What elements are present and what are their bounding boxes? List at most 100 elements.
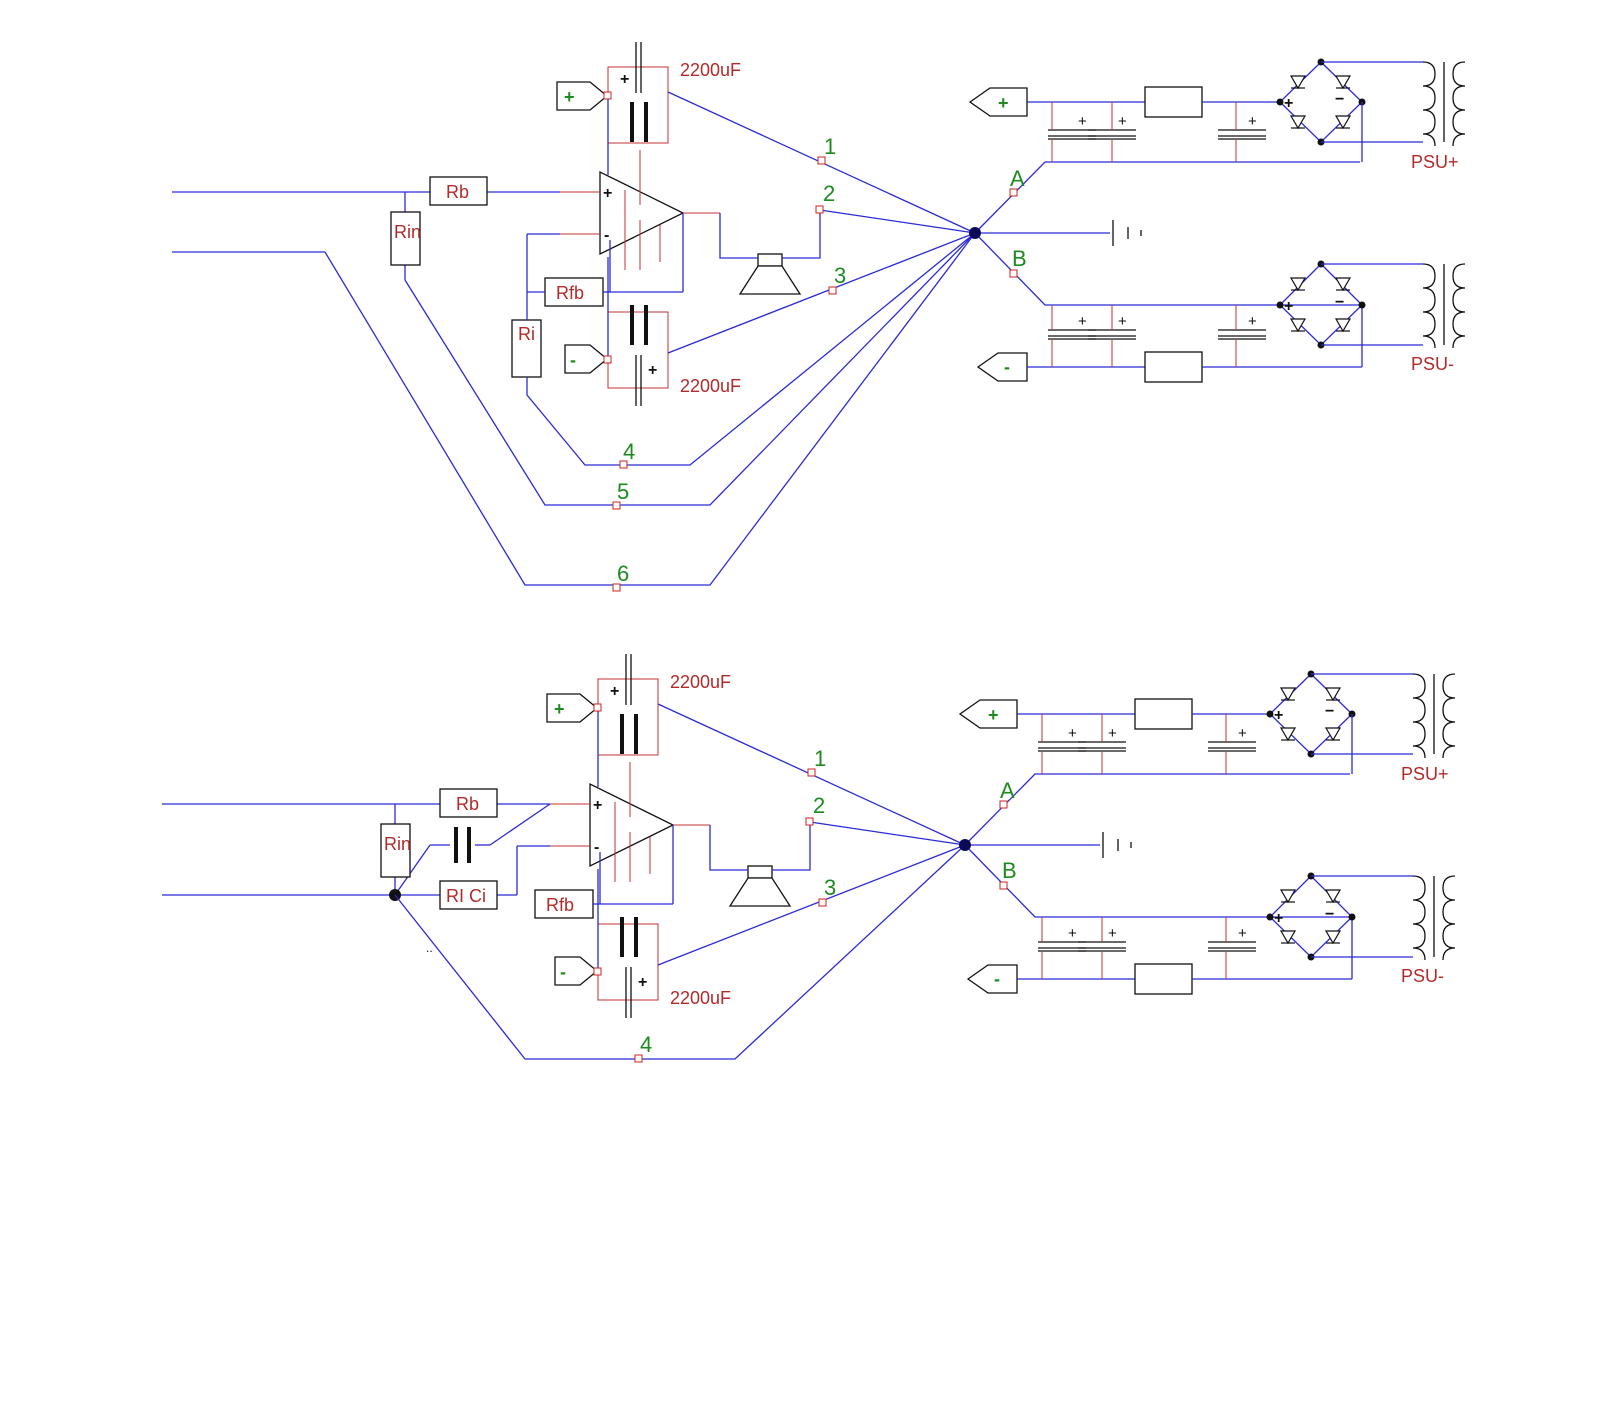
svg-text:-: - — [594, 839, 599, 856]
bridge-rectifier: + − — [1266, 670, 1356, 758]
resistor-rici: RI Ci — [439, 880, 498, 910]
svg-text:+: + — [988, 705, 999, 725]
rb-label: Rb — [456, 794, 479, 814]
input-wires — [172, 191, 560, 280]
bridge-rectifier: + − — [1276, 58, 1366, 146]
supply-cap-top: + 2200uF — [607, 42, 741, 144]
svg-text:−: − — [1325, 703, 1334, 720]
star-ground-wires — [394, 703, 1350, 1060]
star-ground-wires — [324, 91, 1360, 586]
svg-text:4: 4 — [640, 1032, 652, 1057]
resistor-rb: Rb — [429, 176, 488, 206]
svg-text:+: + — [638, 974, 647, 991]
svg-text:1: 1 — [814, 746, 826, 771]
rb-label: Rb — [446, 182, 469, 202]
psu-positive: + + − — [968, 58, 1466, 172]
svg-text:-: - — [994, 969, 1000, 989]
svg-text:+: + — [620, 71, 629, 88]
svg-text:B: B — [1012, 246, 1027, 271]
svg-text:+: + — [648, 362, 657, 379]
rin-label: Rin — [384, 834, 411, 854]
rail-minus-connector: - — [564, 344, 609, 374]
svg-text:+: + — [1274, 910, 1283, 927]
psu-pos-label: PSU+ — [1411, 152, 1459, 172]
opamp-minus: - — [604, 227, 609, 244]
net-labels: 1 2 3 4 5 6 A B — [617, 134, 1027, 586]
svg-text:A: A — [1010, 166, 1025, 191]
psu-neg-label: PSU- — [1401, 966, 1444, 986]
rail-plus-connector: + — [556, 81, 609, 111]
psu-neg-label: PSU- — [1411, 354, 1454, 374]
transformer — [1422, 263, 1466, 349]
svg-text:5: 5 — [617, 479, 629, 504]
schematic-top: Rb Rin Rfb Ri + - — [172, 42, 1466, 592]
pin-markers — [603, 91, 1026, 592]
rail-minus-connector: - — [554, 956, 599, 986]
svg-text:+: + — [564, 87, 575, 107]
svg-text:2: 2 — [813, 793, 825, 818]
speaker — [719, 210, 821, 295]
star-ground-node — [959, 839, 971, 851]
svg-text:+: + — [593, 797, 602, 814]
svg-text:-: - — [1004, 357, 1010, 377]
svg-text:..: .. — [426, 941, 433, 955]
rfb-label: Rfb — [546, 895, 574, 915]
input-wires: .. — [162, 803, 551, 955]
psu-positive: + + − — [958, 670, 1456, 784]
resistor-ri: Ri — [511, 319, 542, 378]
ri-label: Ri — [518, 324, 535, 344]
resistor-rin: Rin — [390, 211, 421, 266]
svg-text:+: + — [554, 699, 565, 719]
cap-top-label: 2200uF — [670, 672, 731, 692]
svg-text:-: - — [560, 962, 566, 982]
svg-text:3: 3 — [834, 263, 846, 288]
cap-bottom-label: 2200uF — [680, 376, 741, 396]
svg-text:3: 3 — [824, 875, 836, 900]
supply-cap-bottom: + 2200uF — [597, 917, 731, 1018]
transformer — [1412, 673, 1456, 759]
net-labels: 1 2 3 4 A B — [640, 746, 1017, 1057]
svg-text:2: 2 — [823, 181, 835, 206]
feedback-network — [526, 213, 684, 320]
ground-symbol — [1112, 220, 1142, 246]
svg-text:1: 1 — [824, 134, 836, 159]
svg-text:−: − — [1335, 294, 1344, 311]
svg-text:+: + — [1274, 707, 1283, 724]
op-amp: + - — [550, 762, 710, 882]
resistor-rfb: Rfb — [534, 889, 594, 919]
supply-cap-top: + 2200uF — [597, 654, 731, 756]
speaker — [709, 822, 811, 907]
resistor-rb: Rb — [439, 788, 498, 818]
cap-bottom-label: 2200uF — [670, 988, 731, 1008]
rici-label: RI Ci — [446, 886, 486, 906]
feedback-network — [593, 825, 674, 905]
rin-label: Rin — [394, 222, 421, 242]
svg-text:-: - — [570, 350, 576, 370]
svg-text:+: + — [1284, 298, 1293, 315]
rfb-label: Rfb — [556, 283, 584, 303]
schematic-bottom: .. Rb Rin RI Ci Rfb + - — [162, 654, 1456, 1063]
svg-text:−: − — [1325, 906, 1334, 923]
star-ground-node — [969, 227, 981, 239]
supply-cap-bottom: + 2200uF — [607, 305, 741, 406]
rail-plus-connector: + — [546, 693, 599, 723]
svg-text:A: A — [1000, 778, 1015, 803]
capacitor-ci — [454, 827, 471, 863]
op-amp: + - — [560, 150, 720, 270]
opamp-plus: + — [603, 185, 612, 202]
svg-text:−: − — [1335, 91, 1344, 108]
pin-markers — [593, 703, 1016, 1063]
cap-top-label: 2200uF — [680, 60, 741, 80]
svg-text:B: B — [1002, 858, 1017, 883]
transformer — [1412, 875, 1456, 961]
psu-negative: - + − — [976, 260, 1466, 383]
ground-symbol — [1102, 832, 1132, 858]
svg-text:6: 6 — [617, 561, 629, 586]
psu-pos-label: PSU+ — [1401, 764, 1449, 784]
psu-negative: - + − — [966, 872, 1456, 995]
svg-text:+: + — [998, 93, 1009, 113]
svg-text:4: 4 — [623, 439, 635, 464]
svg-text:+: + — [610, 683, 619, 700]
transformer — [1422, 61, 1466, 147]
